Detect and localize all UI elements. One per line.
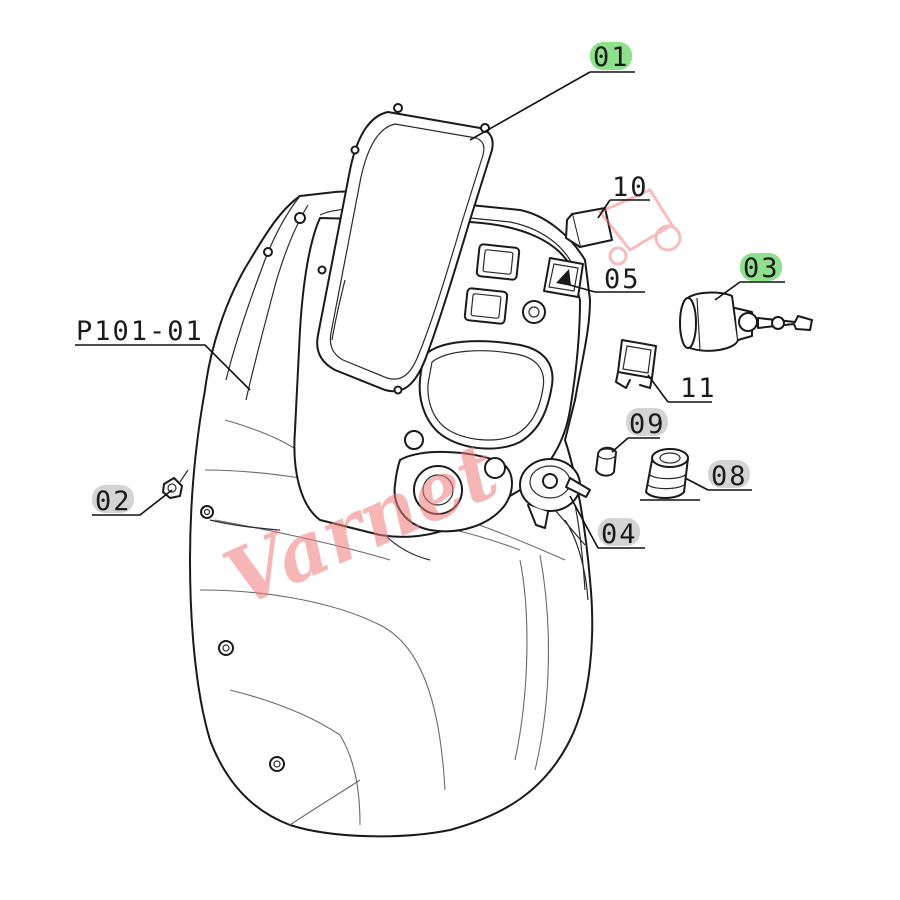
callout-p101-01[interactable]: P101-01 — [76, 316, 204, 347]
callout-01[interactable]: 01 — [590, 42, 632, 73]
ignition-switch-part-03 — [679, 291, 813, 352]
screw-bolt — [263, 247, 273, 257]
callout-11[interactable]: 11 — [680, 373, 717, 404]
callout-04[interactable]: 04 — [598, 518, 640, 550]
callout-label: 09 — [629, 409, 666, 440]
callout-10[interactable]: 10 — [612, 172, 649, 203]
callout-label: 03 — [743, 253, 780, 284]
rocker-switch-part-11 — [615, 339, 657, 389]
callout-label: 02 — [95, 486, 132, 517]
switch-cap-part-10 — [565, 207, 613, 248]
callout-label: 10 — [612, 172, 649, 203]
callout-05[interactable]: 05 — [604, 264, 641, 295]
screw-bolt — [218, 640, 234, 656]
lock-barrel-part-08 — [645, 448, 689, 499]
cover-lens-part-01 — [316, 103, 494, 395]
callout-label: 05 — [604, 264, 641, 295]
screw-bolt — [294, 212, 306, 224]
switch-part-05 — [543, 257, 584, 298]
screw-bolt — [269, 756, 285, 772]
callout-label: 01 — [593, 42, 630, 73]
callout-label: P101-01 — [76, 316, 204, 347]
callout-03[interactable]: 03 — [740, 253, 782, 284]
screw-bolt — [200, 505, 214, 519]
key-switch-part-04 — [519, 458, 591, 591]
callout-09[interactable]: 09 — [626, 408, 668, 440]
callout-label: 08 — [711, 461, 748, 492]
callout-08[interactable]: 08 — [708, 460, 750, 492]
callout-02[interactable]: 02 — [92, 485, 134, 517]
knob-part-09 — [595, 446, 617, 477]
callout-label: 04 — [601, 519, 638, 550]
callout-label: 11 — [680, 373, 717, 404]
watermark-logo-icon — [597, 188, 682, 266]
leader-lines — [75, 71, 785, 549]
